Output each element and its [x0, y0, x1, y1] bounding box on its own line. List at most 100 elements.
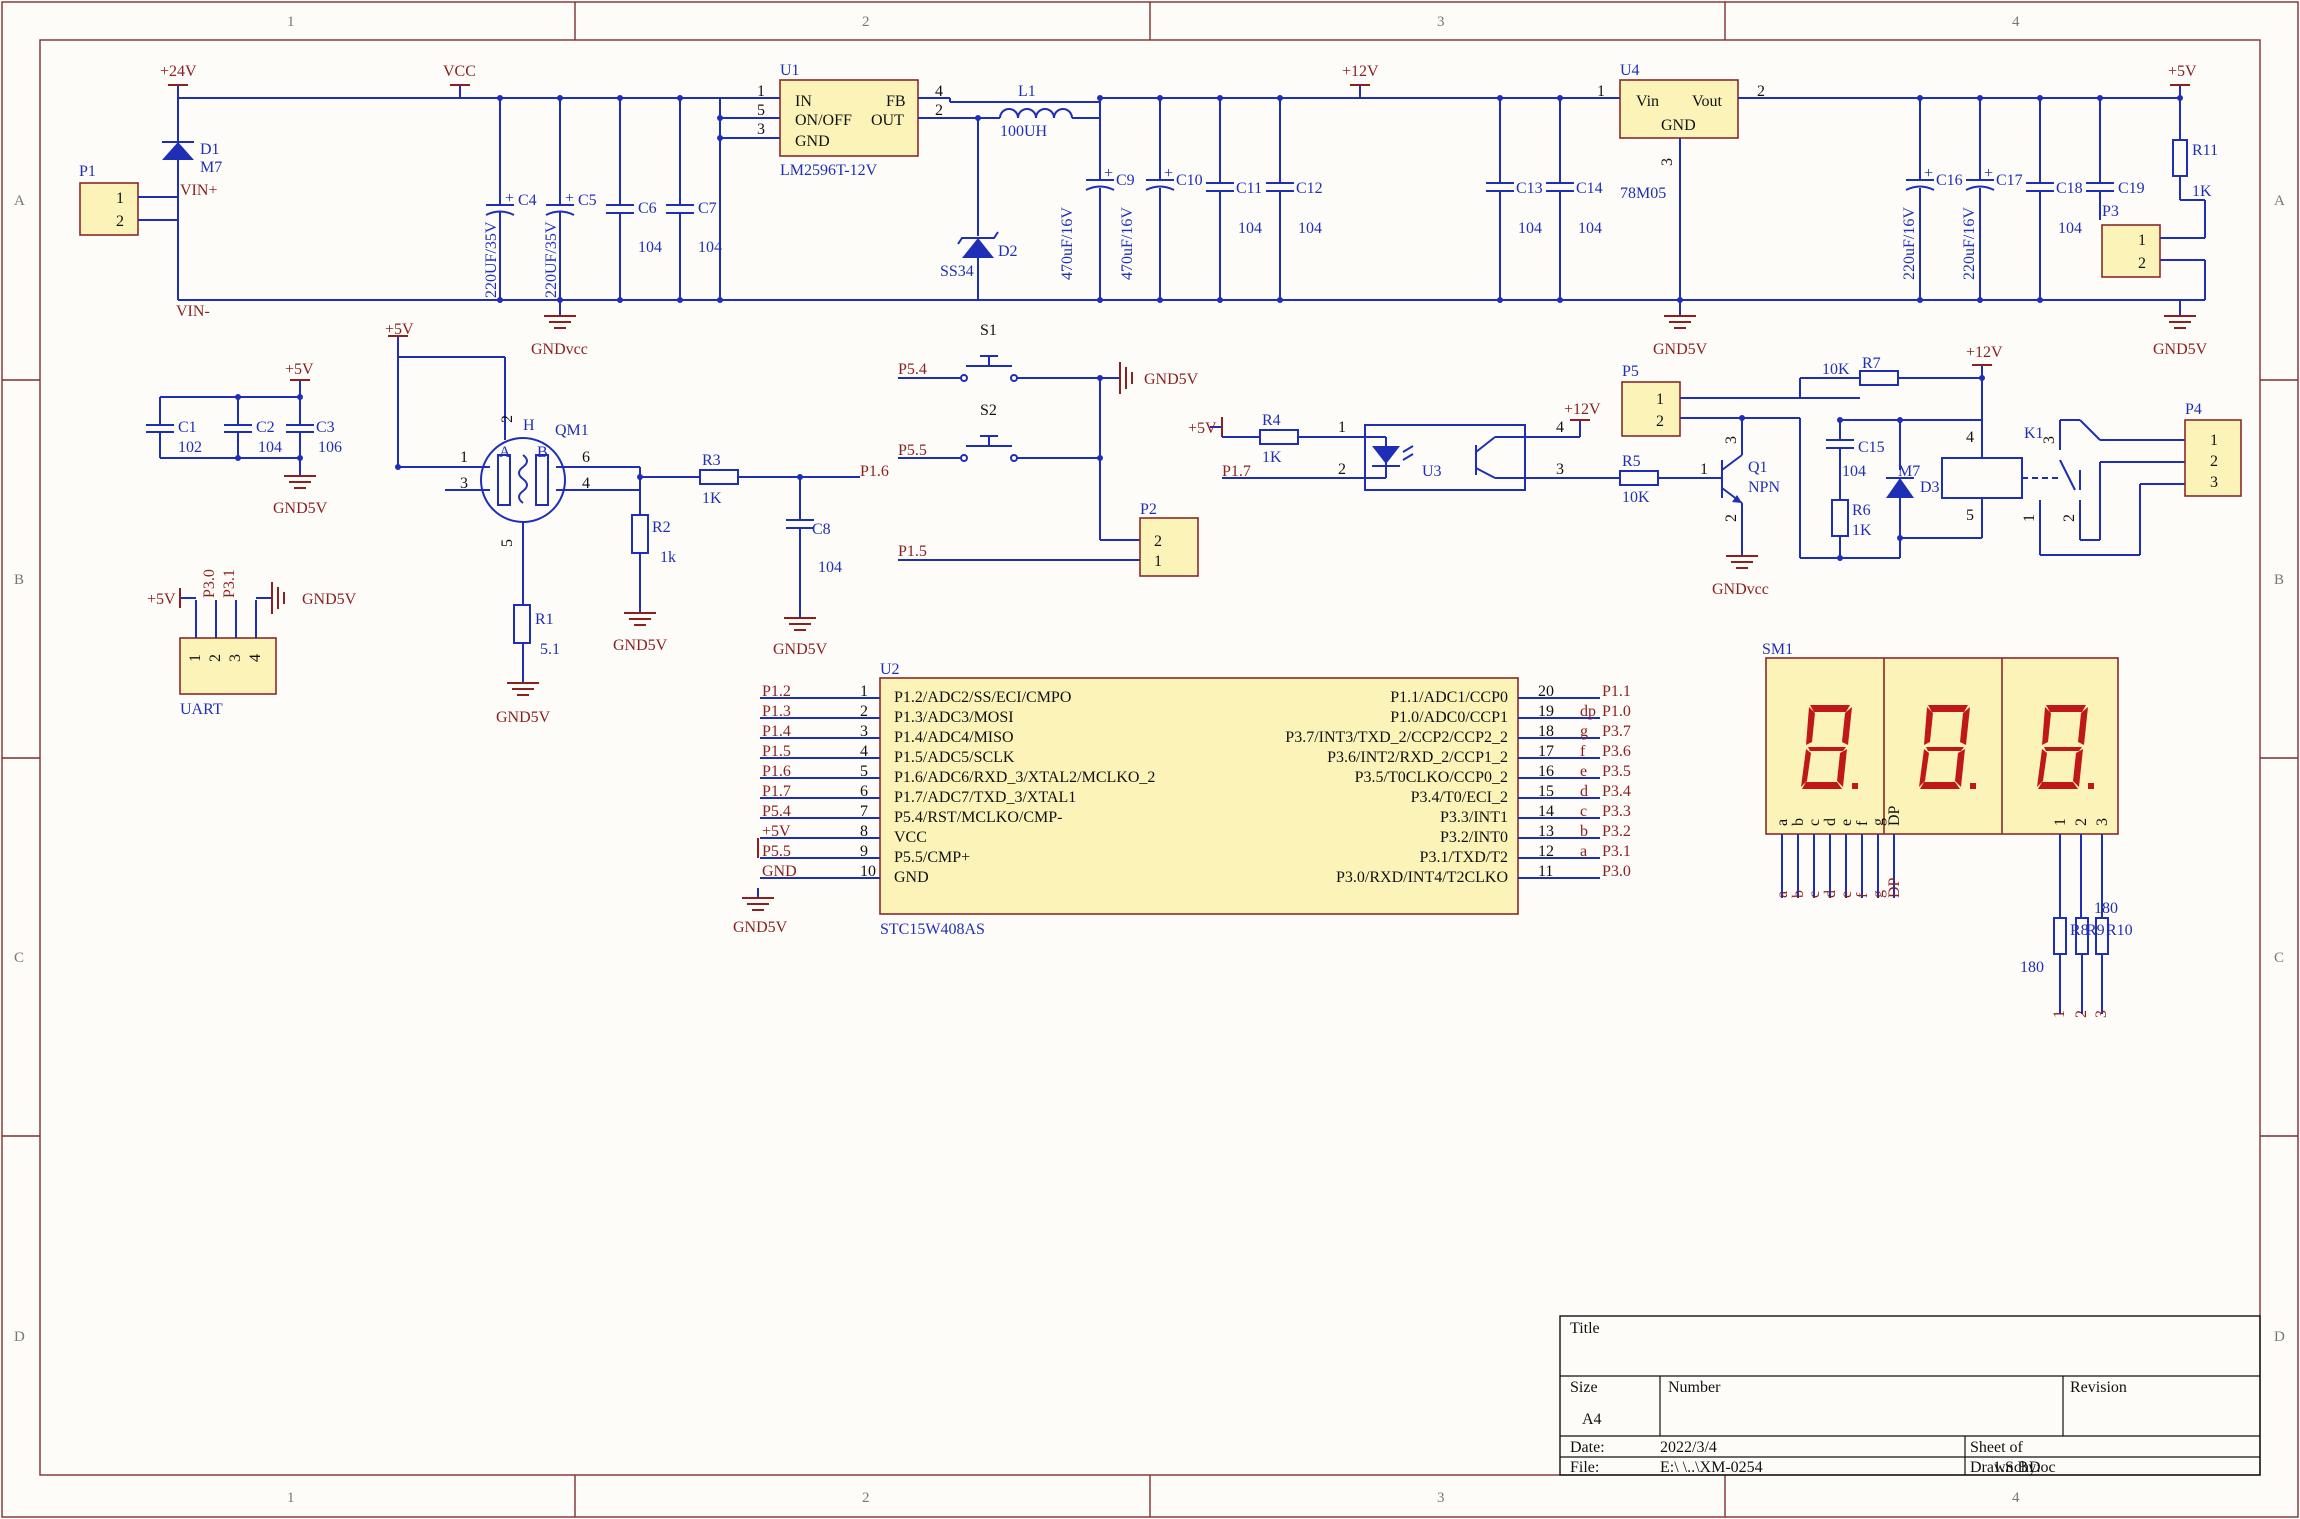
mcu-right-pin-num: 18	[1538, 723, 1554, 740]
svg-text:P1.6: P1.6	[860, 463, 889, 480]
svg-text:C18: C18	[2056, 180, 2083, 197]
mcu-left-net: P1.4	[762, 723, 791, 740]
mcu-right-seg: d	[1580, 783, 1588, 800]
qm1-ref: QM1	[555, 422, 589, 439]
mcu-left-net: P1.6	[762, 763, 791, 780]
frame-row-a-left: A	[14, 193, 25, 209]
svg-text:4: 4	[582, 475, 590, 492]
display-seg-net-label: g	[1870, 890, 1887, 898]
svg-text:P1.5: P1.5	[898, 543, 927, 560]
c2-val: 104	[258, 439, 282, 456]
svg-text:104: 104	[1298, 220, 1322, 237]
svg-text:GND5V: GND5V	[273, 500, 328, 517]
display-seg-pin-label: g	[1870, 818, 1887, 826]
svg-text:R3: R3	[702, 452, 721, 469]
seven-seg-segment	[1960, 707, 1970, 745]
frame-col-1-top: 1	[287, 14, 295, 30]
svg-text:470uF/16V: 470uF/16V	[1119, 207, 1136, 280]
svg-text:+5V: +5V	[1188, 420, 1217, 437]
svg-text:5: 5	[499, 539, 516, 547]
mcu-left-pin-fn: P5.5/CMP+	[894, 849, 970, 866]
svg-text:D3: D3	[1920, 479, 1940, 496]
mcu-left-pin-fn: GND	[894, 869, 929, 886]
vin-plus-label: VIN+	[180, 182, 217, 199]
u1-ref: U1	[780, 62, 800, 79]
svg-text:Drawn By:: Drawn By:	[1970, 1459, 2041, 1476]
mcu-left-net: P1.2	[762, 683, 791, 700]
switch-section: P5.4 S1 GND5V P5.5 S2 P1.5 P2 2 1	[898, 322, 1199, 577]
svg-text:R10: R10	[2106, 922, 2133, 939]
svg-text:P5: P5	[1622, 363, 1639, 380]
svg-text:104: 104	[818, 559, 842, 576]
mcu-left-pin-num: 5	[860, 763, 868, 780]
cap-c12: C12 104	[1266, 98, 1323, 300]
mcu-left-pin-fn: P1.7/ADC7/TXD_3/XTAL1	[894, 789, 1076, 806]
relay-k1-icon	[1941, 457, 2023, 499]
c1-val: 102	[178, 439, 202, 456]
mcu-left-pin-fn: P1.5/ADC5/SCLK	[894, 749, 1015, 766]
vin-minus-label: VIN-	[176, 303, 210, 320]
mcu-right-net: P3.0	[1602, 863, 1631, 880]
display-seg-net-label: e	[1838, 891, 1855, 898]
svg-text:1: 1	[757, 83, 765, 100]
frame-col-2-top: 2	[862, 14, 870, 30]
mcu-right-pin-fn: P3.6/INT2/RXD_2/CCP1_2	[1327, 749, 1508, 766]
svg-text:NPN: NPN	[1748, 479, 1780, 496]
svg-text:C13: C13	[1516, 180, 1543, 197]
seven-seg-segment	[2046, 705, 2086, 712]
display-com-pin-label: 1	[2052, 818, 2069, 826]
frame-row-c-left: C	[14, 950, 24, 966]
display-seg-net-label: d	[1822, 890, 1839, 898]
svg-text:+: +	[565, 190, 574, 207]
svg-text:GND: GND	[1661, 117, 1696, 134]
svg-text:104: 104	[638, 239, 662, 256]
mcu-right-seg: e	[1580, 763, 1587, 780]
p3-ref: P3	[2102, 203, 2119, 220]
svg-text:GND5V: GND5V	[613, 637, 668, 654]
p1-pin2: 2	[116, 213, 124, 230]
mcu-left-pin-num: 3	[860, 723, 868, 740]
u4-part: 78M05	[1620, 185, 1666, 202]
mcu-left-pin-num: 10	[860, 863, 876, 880]
svg-text:104: 104	[1578, 220, 1602, 237]
svg-text:C7: C7	[698, 200, 717, 217]
svg-text:1: 1	[2210, 432, 2218, 449]
seven-seg-segment	[2038, 782, 2078, 789]
svg-text:3: 3	[1723, 436, 1740, 444]
resistor-r11	[2172, 139, 2188, 177]
svg-text:R7: R7	[1862, 355, 1881, 372]
svg-text:Date:: Date:	[1570, 1439, 1605, 1456]
seven-seg-dp	[2088, 783, 2094, 789]
svg-text:470uF/16V: 470uF/16V	[1059, 207, 1076, 280]
seven-seg-digit	[1919, 705, 1976, 789]
mcu-left-net: P5.5	[762, 843, 791, 860]
mcu-right-seg: b	[1580, 823, 1588, 840]
svg-text:1: 1	[1154, 553, 1162, 570]
u3-ref: U3	[1422, 463, 1442, 480]
svg-text:IN: IN	[795, 93, 812, 110]
svg-text:1: 1	[1597, 83, 1605, 100]
uart-connector: 1 2 3 4 +5V P3.0 P3.1 GND5V UART	[147, 569, 357, 718]
svg-text:5.1: 5.1	[540, 641, 560, 658]
mcu-left-pin-fn: P1.4/ADC4/MISO	[894, 729, 1014, 746]
display-seg-pin-label: b	[1790, 818, 1807, 826]
mcu-left-pin-num: 6	[860, 783, 868, 800]
cap-c6: C6 104	[606, 98, 662, 300]
mcu-left-pin-num: 8	[860, 823, 868, 840]
svg-text:1K: 1K	[1852, 522, 1872, 539]
mcu-left-pin-fn: P1.3/ADC3/MOSI	[894, 709, 1014, 726]
cap-c17: + C17 220uF/16V	[1961, 98, 2023, 300]
u4-ref: U4	[1620, 62, 1640, 79]
svg-text:GND: GND	[795, 133, 830, 150]
frame-row-d-left: D	[14, 1329, 25, 1345]
svg-text:5: 5	[757, 102, 765, 119]
svg-text:4: 4	[1966, 429, 1974, 446]
seven-seg-segment	[1926, 747, 1964, 751]
svg-text:2: 2	[2073, 1010, 2090, 1018]
svg-text:C5: C5	[578, 192, 597, 209]
svg-text:R2: R2	[652, 519, 671, 536]
svg-text:H: H	[523, 417, 535, 434]
cap-c10: + C10 470uF/16V	[1119, 98, 1203, 300]
